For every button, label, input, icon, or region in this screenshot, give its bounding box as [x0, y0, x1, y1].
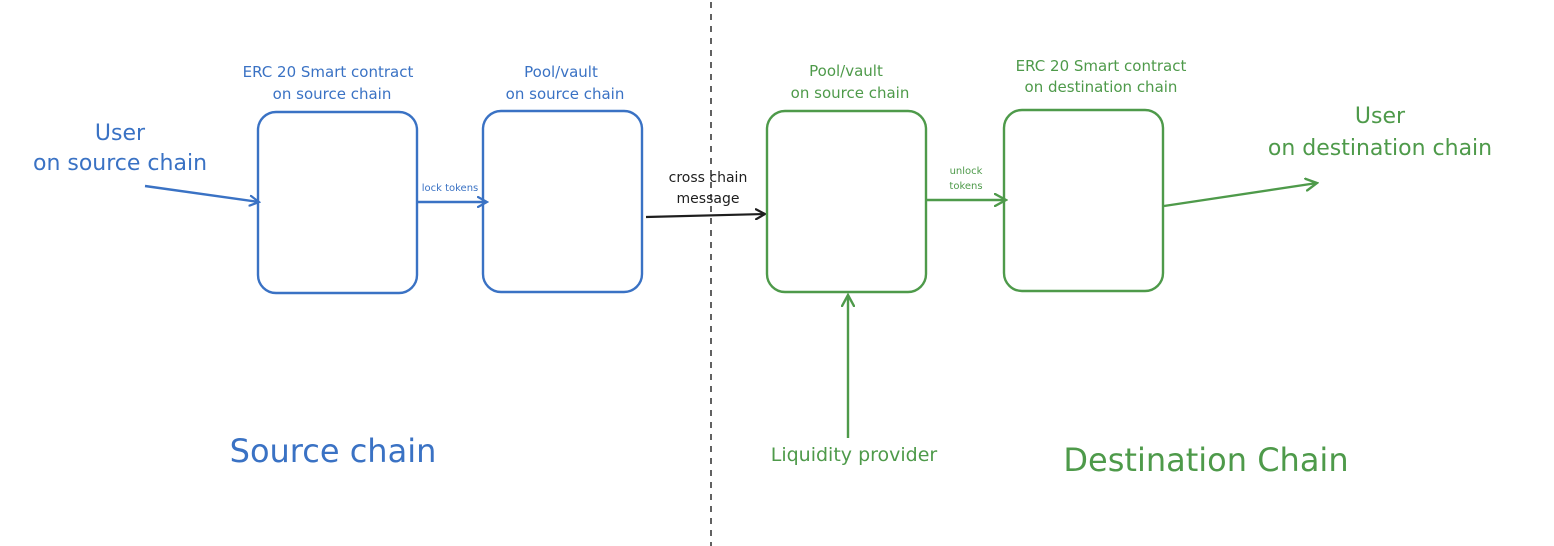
erc20-to-user-arrow	[1163, 183, 1317, 208]
source-user-subtitle: on source chain	[33, 151, 207, 176]
source-user-title: User	[95, 121, 146, 146]
source-user: User on source chain	[33, 121, 207, 176]
source-pool-subtitle: on source chain	[506, 85, 625, 103]
destination-erc20-box	[1002, 108, 1165, 293]
unlock-tokens-label-line1: unlock	[950, 166, 983, 177]
destination-user-title: User	[1355, 104, 1406, 129]
source-chain-title: Source chain	[230, 432, 437, 470]
destination-chain-title: Destination Chain	[1063, 441, 1348, 479]
destination-user: User on destination chain	[1268, 104, 1492, 161]
message-label-line2: message	[677, 191, 740, 207]
cross-chain-arrow	[645, 214, 765, 217]
destination-pool-box	[765, 109, 928, 294]
cross-chain-message: cross chain message	[645, 170, 765, 217]
user-to-erc20-arrow	[144, 184, 259, 202]
destination-pool-title: Pool/vault	[809, 62, 883, 80]
source-pool-title: Pool/vault	[524, 63, 598, 81]
lock-tokens-label: lock tokens	[422, 183, 479, 194]
unlock-tokens-label-line2: tokens	[949, 181, 982, 192]
source-pool-vault: Pool/vault on source chain	[481, 63, 644, 294]
destination-erc20-title: ERC 20 Smart contract	[1016, 57, 1187, 75]
source-erc20-subtitle: on source chain	[273, 85, 392, 103]
source-erc20-title: ERC 20 Smart contract	[243, 63, 414, 81]
destination-erc20-contract: ERC 20 Smart contract on destination cha…	[1002, 57, 1187, 293]
liquidity-provider-label: Liquidity provider	[771, 444, 938, 466]
destination-erc20-subtitle: on destination chain	[1025, 78, 1178, 96]
message-label-line1: cross chain	[669, 170, 748, 186]
destination-pool-vault: Pool/vault on source chain	[765, 62, 928, 294]
source-pool-box	[481, 109, 644, 294]
destination-pool-subtitle: on source chain	[791, 84, 910, 102]
destination-user-subtitle: on destination chain	[1268, 136, 1492, 161]
source-erc20-box	[256, 110, 419, 295]
source-erc20-contract: ERC 20 Smart contract on source chain	[243, 63, 419, 295]
